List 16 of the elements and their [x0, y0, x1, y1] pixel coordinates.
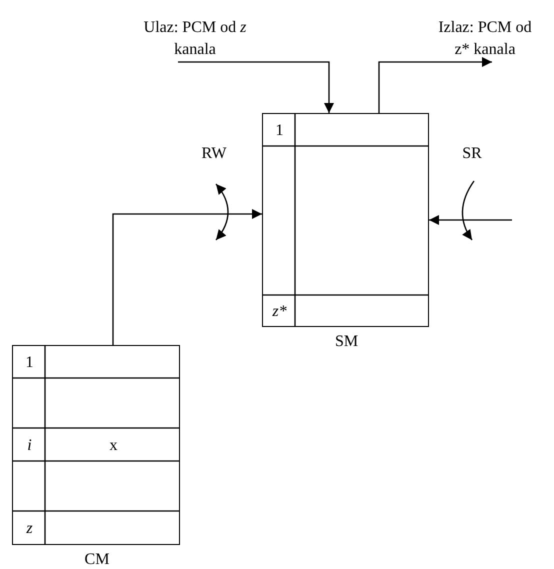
row-index: 1	[263, 114, 296, 147]
output-label: Izlaz: PCM od z* kanala	[433, 16, 537, 62]
cell-value: x	[46, 429, 181, 462]
memory-name: CM	[84, 550, 110, 569]
memory-name: SM	[334, 332, 360, 352]
row-index: i	[13, 429, 46, 462]
row-index: z*	[263, 296, 296, 328]
signal-label: RW	[200, 144, 228, 164]
arrow	[178, 61, 334, 113]
input-label: Ulaz: PCM od z kanala	[143, 16, 247, 62]
row-index: z	[13, 512, 46, 546]
row-index: 1	[13, 346, 46, 379]
arrow	[378, 57, 492, 113]
signal-label: SR	[461, 144, 483, 164]
arrow	[112, 209, 262, 345]
arrow	[429, 215, 512, 225]
